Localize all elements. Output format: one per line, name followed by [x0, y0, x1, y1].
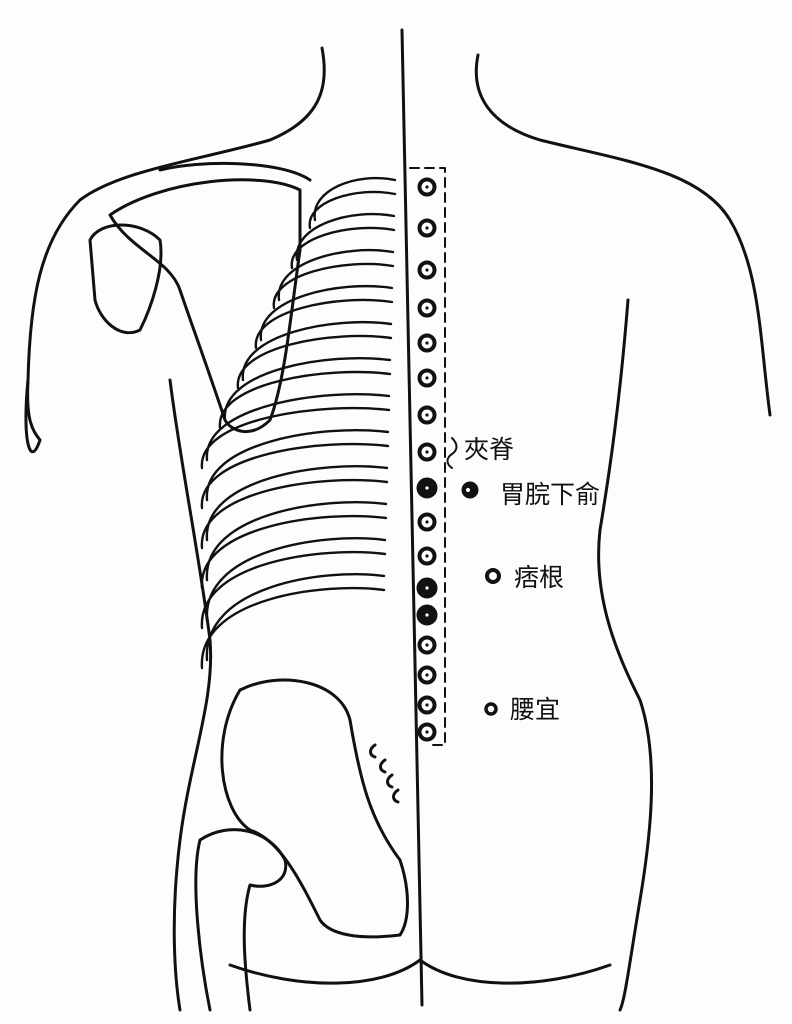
femur: [194, 828, 288, 1012]
rib: [236, 320, 393, 390]
right-side-outline: [597, 298, 654, 1012]
label-jiaji: 夾脊: [464, 435, 515, 464]
rib: [272, 248, 395, 310]
jiaji-brace: [446, 437, 458, 469]
rib: [200, 573, 386, 670]
jiaji-point-center: [425, 341, 429, 345]
ribs: [200, 176, 397, 670]
jiaji-point-center: [425, 413, 429, 417]
jiaji-point-center: [425, 586, 429, 590]
acromion: [158, 161, 312, 182]
rib: [200, 537, 387, 630]
jiaji-point-center: [425, 520, 429, 524]
pelvis: [220, 678, 409, 939]
rib: [200, 501, 388, 590]
rib: [308, 176, 397, 230]
point-yaoyi: [484, 702, 498, 716]
left-arm-outline: [24, 378, 42, 454]
rib: [254, 284, 394, 350]
rib: [290, 212, 396, 270]
left-side-outline: [168, 378, 213, 1012]
jiaji-point-center: [425, 185, 429, 189]
label-weiwanxiashu: 胃脘下俞: [500, 480, 601, 509]
rib: [200, 393, 391, 470]
rib: [200, 429, 390, 510]
jiaji-point-center: [425, 554, 429, 558]
label-pigen: 痞根: [514, 563, 565, 592]
sacrum-marks: [369, 743, 400, 804]
point-weiwanxiashu: [461, 481, 479, 499]
jiaji-point-center: [425, 643, 429, 647]
rib: [218, 357, 392, 430]
jiaji-points: [416, 177, 438, 742]
jiaji-point-center: [425, 486, 429, 490]
jiaji-point-center: [425, 703, 429, 707]
jiaji-point-center: [425, 613, 429, 617]
jiaji-point-center: [425, 376, 429, 380]
rib: [200, 465, 389, 550]
jiaji-point-center: [425, 226, 429, 230]
jiaji-point-center: [425, 268, 429, 272]
spine-midline: [400, 28, 424, 1007]
jiaji-point-center: [425, 730, 429, 734]
jiaji-point-center: [425, 306, 429, 310]
humerus-head: [88, 223, 163, 335]
scapula: [108, 178, 302, 433]
label-yaoyi: 腰宜: [510, 695, 561, 724]
jiaji-bracket: [409, 167, 446, 746]
point-pigen: [485, 568, 501, 584]
right-neck-outline: [474, 53, 772, 417]
jiaji-point-center: [425, 450, 429, 454]
jiaji-point-center: [425, 673, 429, 677]
